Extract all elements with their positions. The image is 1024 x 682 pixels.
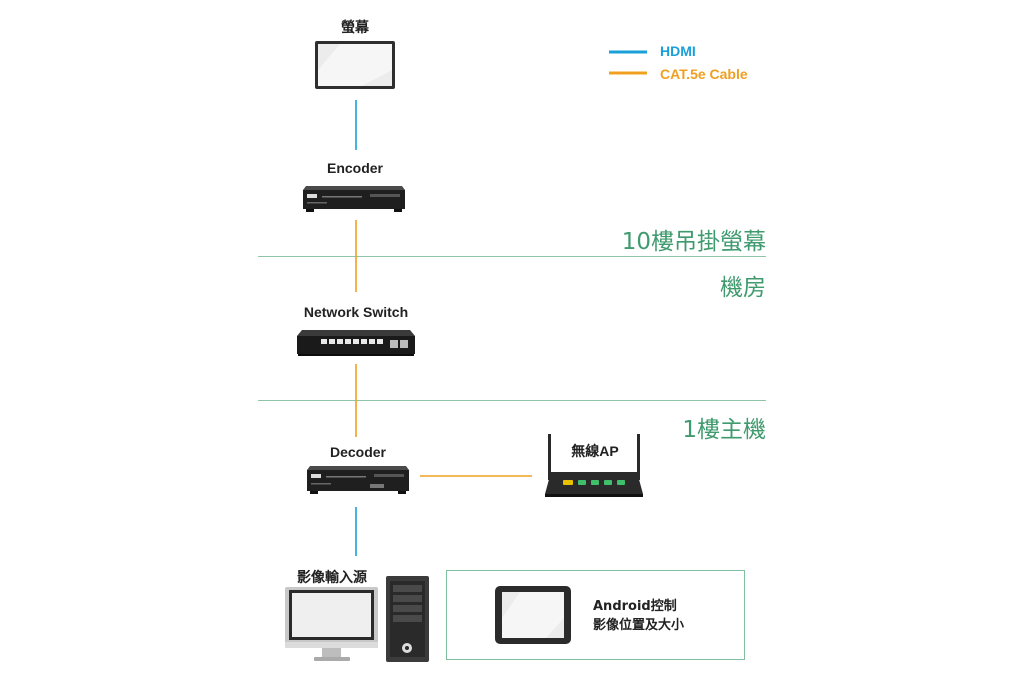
encoder-label: Encoder bbox=[326, 160, 383, 176]
video-source-label: 影像輸入源 bbox=[297, 569, 367, 585]
control-note-line2: 影像位置及大小 bbox=[593, 618, 685, 633]
zone-label-server-room: 機房 bbox=[720, 275, 766, 301]
control-note-line1: Android控制 bbox=[593, 599, 677, 614]
encoder-icon bbox=[303, 186, 405, 212]
zone-label-10f: 10樓吊掛螢幕 bbox=[621, 229, 766, 255]
decoder-icon bbox=[307, 466, 409, 494]
control-box bbox=[446, 570, 745, 660]
desktop-monitor-icon bbox=[285, 587, 378, 661]
monitor-label: 螢幕 bbox=[341, 19, 369, 35]
legend-hdmi-label: HDMI bbox=[660, 43, 696, 59]
zone-label-1f: 1樓主機 bbox=[682, 417, 766, 443]
network-switch-label: Network Switch bbox=[303, 304, 409, 320]
wireless-ap-label: 無線AP bbox=[571, 443, 619, 459]
wireless-ap-icon bbox=[545, 434, 643, 497]
legend-cat-label: CAT.5e Cable bbox=[660, 66, 748, 82]
monitor-icon bbox=[315, 41, 395, 89]
pc-tower-icon bbox=[386, 576, 429, 662]
decoder-label: Decoder bbox=[329, 444, 387, 460]
tablet-icon bbox=[495, 586, 571, 644]
network-switch-icon bbox=[297, 330, 415, 356]
